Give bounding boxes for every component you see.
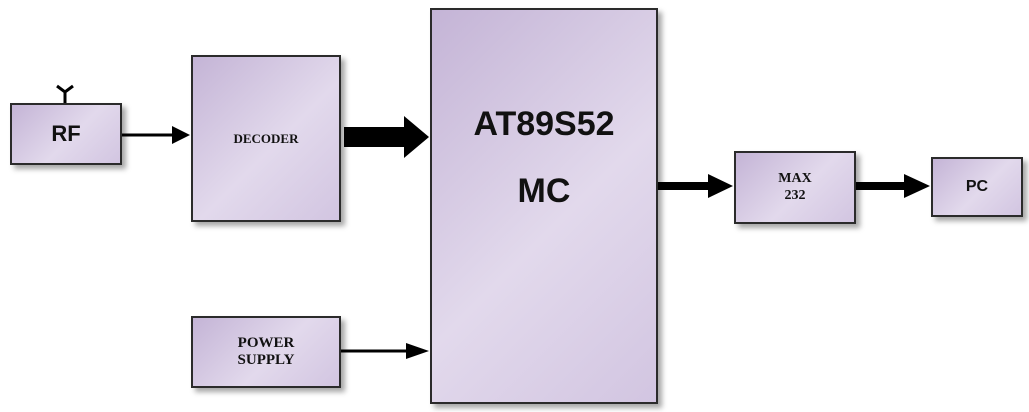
arrow-power-to-mcu <box>341 343 429 359</box>
max232-block: MAX 232 <box>734 151 856 224</box>
decoder-block: DECODER <box>191 55 341 222</box>
power-supply-label-line2: SUPPLY <box>237 352 295 368</box>
mcu-block: AT89S52 MC <box>430 8 658 404</box>
max232-label-line1: MAX <box>778 171 812 187</box>
rf-block: RF <box>10 103 122 165</box>
pc-block: PC <box>931 157 1023 217</box>
pc-label: PC <box>965 178 989 195</box>
mcu-type-label: MC <box>517 172 571 211</box>
arrow-decoder-to-mcu <box>344 116 429 158</box>
decoder-label: DECODER <box>233 130 299 146</box>
rf-label: RF <box>51 121 81 146</box>
power-supply-label-line1: POWER <box>237 334 295 351</box>
arrow-max232-to-pc <box>856 174 930 198</box>
power-supply-block: POWER SUPPLY <box>191 316 341 388</box>
arrow-mcu-to-max232 <box>658 174 733 198</box>
mcu-model-label: AT89S52 <box>473 105 615 143</box>
max232-label-line2: 232 <box>784 187 806 203</box>
arrow-rf-to-decoder <box>122 126 190 144</box>
